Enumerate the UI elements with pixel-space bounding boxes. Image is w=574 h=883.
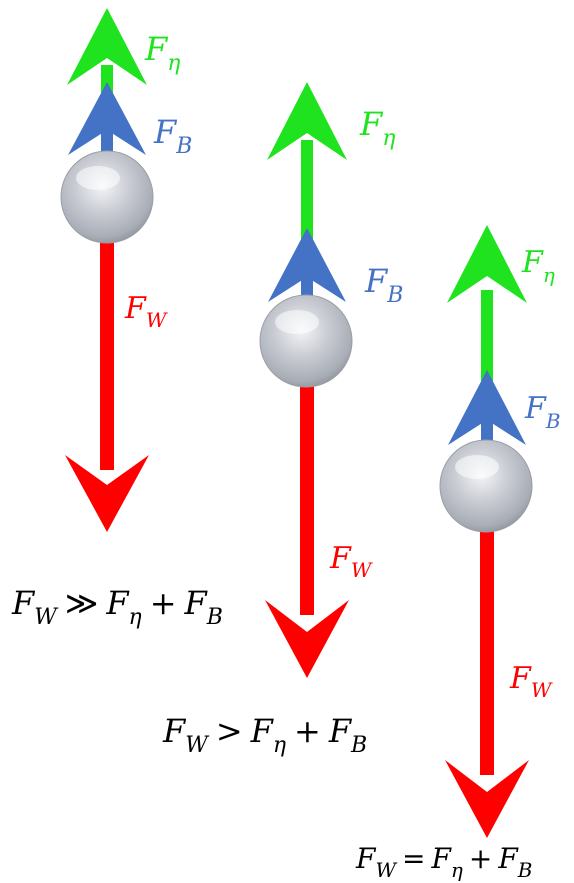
weight-label-2: FW [329, 541, 373, 582]
buoyancy-label-2: FB [364, 262, 403, 308]
buoyancy-label-3: FB [524, 391, 561, 433]
weight-arrow-1 [65, 230, 149, 532]
drag-label-1: Fη [144, 30, 180, 76]
ball-2 [260, 295, 352, 387]
equation-2: FW>Fη+FB [162, 712, 367, 758]
scenario-2: Fη FB FW FW>Fη+FB [162, 82, 403, 758]
weight-label-1: FW [124, 291, 168, 332]
ball-1 [61, 151, 153, 243]
equation-3: FW=Fη+FB [355, 842, 533, 882]
drag-label-3: Fη [521, 245, 555, 287]
scenario-3: Fη FB FW FW=Fη+FB [355, 225, 561, 882]
weight-arrow-2 [265, 375, 349, 678]
scenario-1: Fη FB FW FW≫Fη+FB [11, 8, 223, 630]
weight-label-3: FW [509, 661, 553, 702]
equation-1: FW≫Fη+FB [11, 584, 223, 630]
ball-3 [440, 440, 532, 532]
drag-label-2: Fη [359, 105, 395, 151]
buoyancy-label-1: FB [153, 113, 192, 159]
